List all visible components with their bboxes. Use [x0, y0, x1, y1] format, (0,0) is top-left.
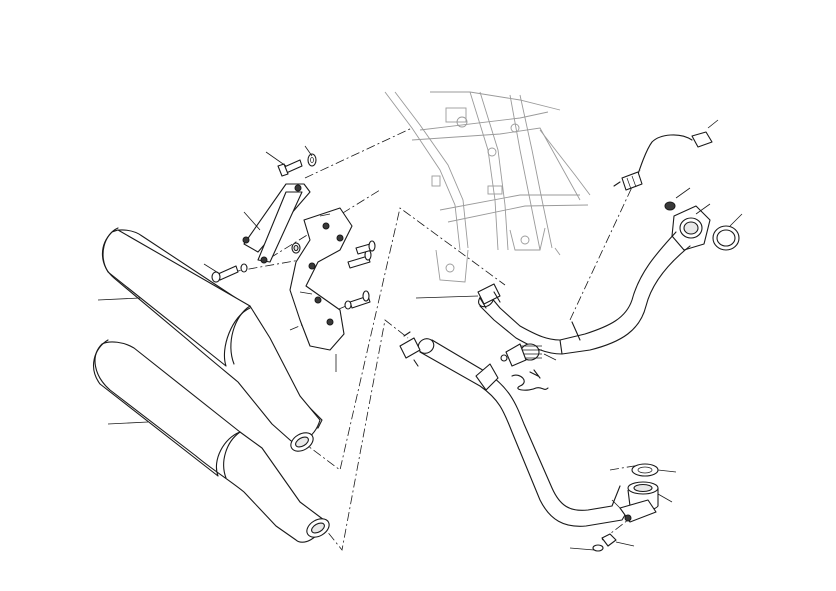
front-exhaust-pipe [399, 331, 635, 527]
oxygen-sensor [613, 131, 713, 191]
muffler-hanger [242, 183, 311, 264]
mounting-bolt-lower [211, 240, 376, 310]
washer [307, 153, 317, 167]
muffler-lower [93, 339, 330, 543]
mounting-bolt [277, 159, 303, 177]
reference-leader-lines [97, 119, 743, 551]
frame-section [384, 91, 591, 283]
heat-shield-bracket [289, 207, 353, 351]
bottom-flange [619, 463, 659, 523]
spring [291, 242, 301, 254]
muffler-upper [101, 227, 323, 452]
nut [592, 533, 617, 552]
pipe-clamp [477, 283, 501, 309]
flange-gasket [712, 225, 740, 251]
